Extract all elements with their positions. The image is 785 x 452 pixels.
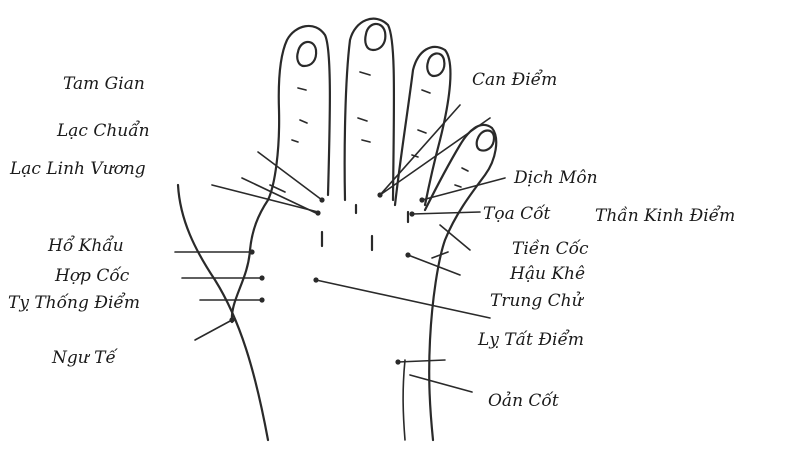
crease-1 [292, 88, 307, 142]
label-than-kinh-diem: Thần Kinh Điểm [595, 208, 735, 225]
leader-hau-khe [408, 252, 460, 275]
label-can-diem: Can Điểm [472, 72, 557, 89]
crease-3 [412, 90, 430, 157]
label-ho-khau: Hổ Khẩu [48, 238, 124, 255]
leader-ngu-te [195, 320, 232, 340]
label-hau-khe: Hậu Khê [510, 266, 585, 283]
label-oan-cot: Oản Cốt [488, 393, 559, 410]
label-tam-gian: Tam Gian [63, 76, 145, 93]
point-dich-mon [419, 197, 424, 202]
leader-trung-chu [316, 280, 490, 318]
point-toa-cot [409, 211, 414, 216]
forearm-left [178, 185, 268, 440]
nail-ring [427, 53, 444, 76]
label-lac-linh-vuong: Lạc Linh Vương [10, 161, 146, 178]
nail-index [297, 42, 316, 66]
point-can-diem [377, 192, 382, 197]
point-hau-khe [405, 252, 410, 257]
hand-outline [232, 19, 496, 440]
label-trung-chu: Trung Chử [490, 293, 583, 310]
point-trung-chu [313, 277, 318, 282]
leader-dich-mon [422, 178, 505, 200]
leader-tien-coc [440, 225, 470, 250]
label-lac-chuan: Lạc Chuẩn [57, 123, 150, 140]
point-hop-coc [259, 275, 264, 280]
label-toa-cot: Tọa Cốt [483, 206, 550, 223]
label-tien-coc: Tiền Cốc [512, 241, 589, 258]
point-ly-tat [395, 359, 400, 364]
leader-tam-gian [258, 152, 322, 200]
leader-toa-cot [412, 212, 480, 214]
label-ly-tat-diem: Lỵ Tất Điểm [478, 332, 584, 349]
label-ty-thong-diem: Tỵ Thống Điểm [8, 295, 140, 312]
point-tam-gian [319, 197, 324, 202]
point-ho-khau [249, 249, 254, 254]
label-ngu-te: Ngư Tế [52, 350, 116, 367]
nail-little [477, 131, 494, 151]
label-dich-mon: Dịch Môn [514, 170, 598, 187]
crease-2 [358, 72, 370, 142]
forearm-right [403, 360, 405, 440]
leader-ly-tat [398, 360, 472, 392]
nail-middle [365, 24, 385, 50]
leader-can-diem [380, 105, 490, 195]
point-ty-thong [259, 297, 264, 302]
point-ngu-te [229, 317, 234, 322]
point-lac-chuan [315, 210, 320, 215]
crease-4 [455, 168, 468, 187]
label-hop-coc: Hợp Cốc [55, 268, 129, 285]
